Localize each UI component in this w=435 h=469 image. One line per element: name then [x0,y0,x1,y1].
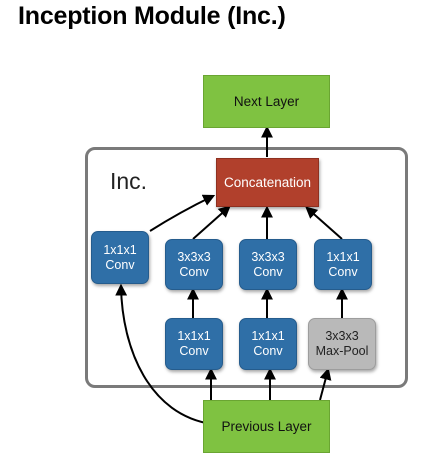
conv-1x1-reduce-a-node: 1x1x1 Conv [165,318,223,370]
conv-1x1-left-node: 1x1x1 Conv [91,231,149,284]
conv-3x3-b-node: 3x3x3 Conv [239,239,297,290]
previous-layer-node: Previous Layer [203,400,330,453]
page-title: Inception Module (Inc.) [18,2,286,30]
inception-module-box [85,147,408,388]
module-label: Inc. [110,168,148,194]
conv-1x1-right-node: 1x1x1 Conv [314,239,372,290]
max-pool-node: 3x3x3 Max-Pool [308,318,376,370]
conv-3x3-a-node: 3x3x3 Conv [165,239,223,290]
concatenation-node: Concatenation [216,158,319,207]
conv-1x1-reduce-b-node: 1x1x1 Conv [239,318,297,370]
next-layer-node: Next Layer [203,75,330,128]
